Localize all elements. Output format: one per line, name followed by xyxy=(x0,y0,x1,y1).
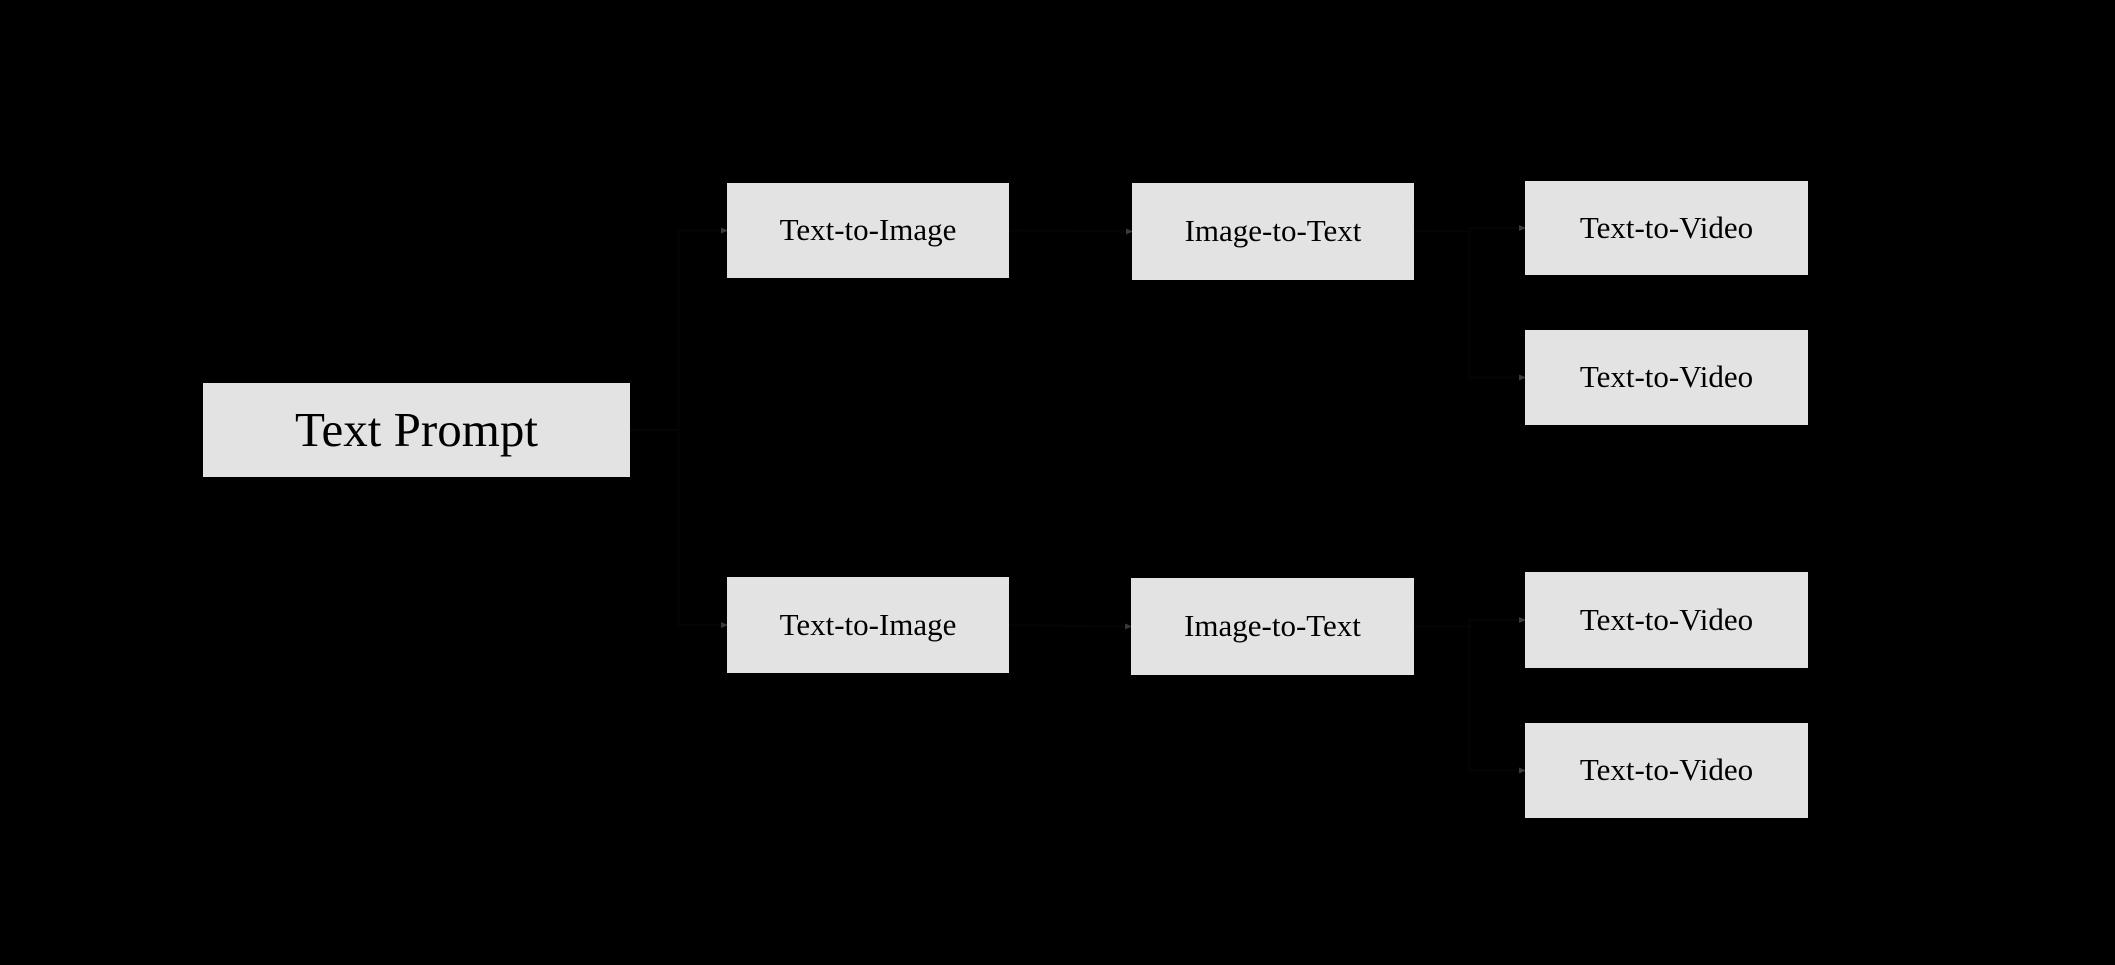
edge-text-to-image-top-to-image-to-text-top xyxy=(1008,228,1133,235)
node-text-to-video-bottom-1[interactable]: Text-to-Video xyxy=(1525,572,1808,668)
node-image-to-text-bottom[interactable]: Image-to-Text xyxy=(1131,578,1414,675)
node-image-to-text-top[interactable]: Image-to-Text xyxy=(1132,183,1414,280)
node-text-to-video-top-2[interactable]: Text-to-Video xyxy=(1525,330,1808,425)
edge-text-prompt-to-text-to-image-top xyxy=(630,227,728,431)
node-text-to-video-top-2-label: Text-to-Video xyxy=(1579,359,1754,395)
node-image-to-text-top-label: Image-to-Text xyxy=(1184,213,1362,249)
node-text-to-video-bottom-2[interactable]: Text-to-Video xyxy=(1525,723,1808,818)
node-text-to-image-top[interactable]: Text-to-Image xyxy=(727,183,1009,278)
node-text-to-video-top-1-label: Text-to-Video xyxy=(1579,209,1754,245)
node-text-to-image-bottom[interactable]: Text-to-Image xyxy=(727,577,1009,673)
edge-image-to-text-top-to-text-to-video-top-1 xyxy=(1414,225,1526,233)
edge-text-to-image-bottom-to-image-to-text-bottom xyxy=(1008,623,1132,630)
edge-image-to-text-bottom-to-text-to-video-bottom-1 xyxy=(1414,617,1526,628)
edge-image-to-text-bottom-to-text-to-video-bottom-2 xyxy=(1414,625,1526,774)
edge-image-to-text-top-to-text-to-video-top-2 xyxy=(1414,230,1526,381)
node-text-prompt[interactable]: Text Prompt xyxy=(203,383,630,477)
node-text-to-video-top-1[interactable]: Text-to-Video xyxy=(1525,181,1808,275)
node-image-to-text-bottom-label: Image-to-Text xyxy=(1184,608,1361,644)
node-text-to-video-bottom-2-label: Text-to-Video xyxy=(1579,752,1754,788)
edge-text-prompt-to-text-to-image-bottom xyxy=(630,429,728,628)
node-text-to-image-bottom-label: Text-to-Image xyxy=(779,606,957,642)
node-text-prompt-label: Text Prompt xyxy=(295,402,538,458)
node-text-to-video-bottom-1-label: Text-to-Video xyxy=(1579,601,1754,637)
node-text-to-image-top-label: Text-to-Image xyxy=(779,212,957,248)
